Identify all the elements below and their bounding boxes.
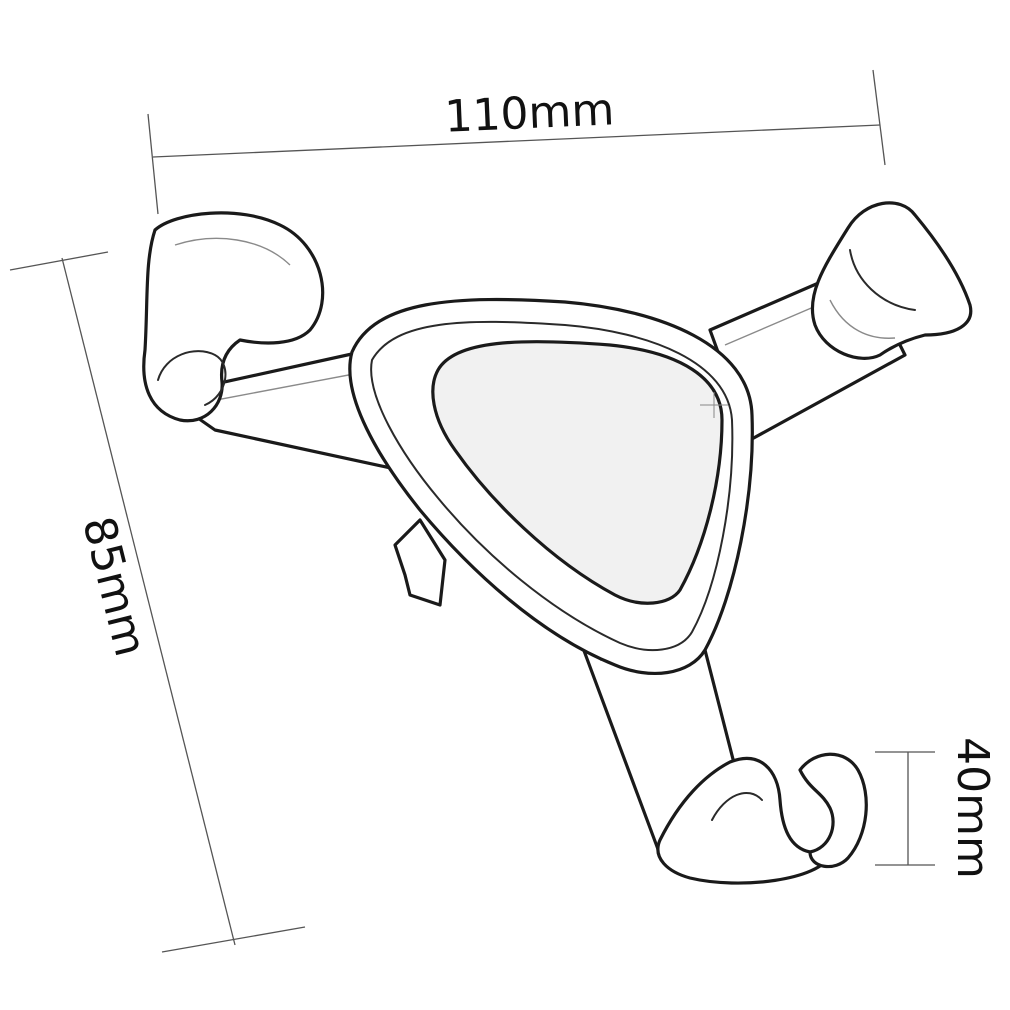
hook-dimension: 40mm [875,737,998,879]
bottom-hook-left [656,756,832,885]
height-extension-line-top [9,251,109,271]
width-dimension-line [152,124,881,158]
right-jaw [810,201,973,360]
height-label: 85mm [72,512,156,662]
width-extension-line-right [872,69,886,166]
width-label: 110mm [443,84,615,142]
bottom-hook-inner-fold [711,791,763,821]
width-extension-line-left [147,113,159,215]
hook-label: 40mm [947,737,998,879]
height-dimension-line [61,257,236,946]
left-jaw-inner-curl [157,350,227,406]
phone-holder-drawing [142,201,973,885]
left-jaw-shading [174,237,291,266]
holder-face-pad [431,340,724,605]
holder-body-rim [370,320,734,652]
right-jaw-shading [829,299,896,339]
side-clip-tab [393,518,447,607]
width-dimension: 110mm [147,69,886,215]
left-jaw [142,211,325,423]
bottom-hook-right [798,752,868,869]
holder-face-shade [432,341,722,604]
highlight-glint [700,392,728,418]
right-jaw-inner-curl [849,249,916,311]
